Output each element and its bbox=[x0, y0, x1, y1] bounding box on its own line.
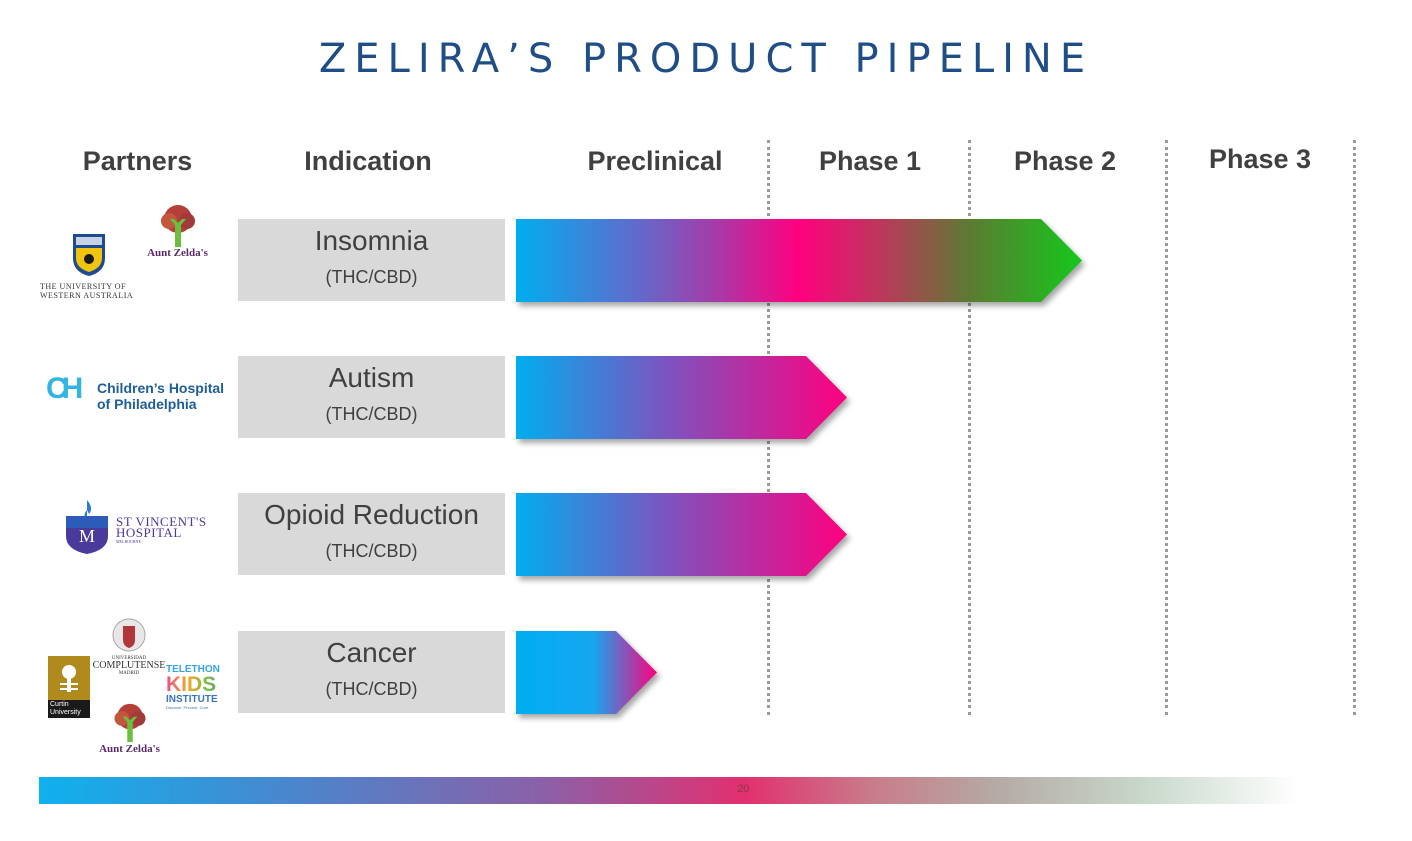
curtin-line1: Curtin bbox=[50, 701, 69, 708]
tk-line1: TELETHON bbox=[166, 664, 220, 675]
curtin-flower-icon bbox=[60, 665, 78, 692]
ucm-crest-icon bbox=[112, 618, 146, 652]
indication-formulation: (THC/CBD) bbox=[325, 267, 418, 287]
tk-line4: Discover. Prevent. Cure. bbox=[166, 705, 210, 710]
page-title: ZELIRA’S PRODUCT PIPELINE bbox=[318, 36, 1094, 82]
indication-box: Cancer (THC/CBD) bbox=[238, 631, 505, 713]
curtin-emblem bbox=[48, 656, 90, 700]
ucm-line2: COMPLUTENSE bbox=[92, 660, 166, 671]
indication-name: Cancer bbox=[326, 637, 417, 668]
indication-formulation: (THC/CBD) bbox=[325, 679, 418, 699]
uwa-crest-icon bbox=[73, 234, 105, 276]
indication-box: Autism (THC/CBD) bbox=[238, 356, 505, 438]
indication-formulation: (THC/CBD) bbox=[325, 541, 418, 561]
indication-name: Insomnia bbox=[314, 225, 429, 256]
progress-arrow bbox=[516, 493, 852, 576]
chop-line2: of Philadelphia bbox=[97, 396, 197, 412]
svh-line1: ST VINCENT'S bbox=[116, 514, 207, 529]
ucm-line3: MADRID bbox=[118, 671, 140, 676]
st-vincents-shield-icon: M bbox=[66, 500, 108, 554]
chop-mark-icon: CH bbox=[46, 372, 83, 405]
svh-line3: MELBOURNE bbox=[116, 539, 141, 544]
progress-arrow bbox=[516, 356, 852, 439]
uwa-line2: Western Australia bbox=[40, 291, 134, 300]
column-header-phase-1: Phase 1 bbox=[818, 146, 922, 176]
indication-name: Autism bbox=[328, 362, 415, 393]
tree-icon bbox=[160, 205, 195, 247]
chop-line1: Children’s Hospital bbox=[97, 380, 225, 396]
phase-divider bbox=[1165, 140, 1168, 715]
svg-text:M: M bbox=[79, 526, 95, 546]
tk-line2: KIDS bbox=[166, 674, 230, 695]
logo-aunt-zelda: Aunt Zelda's bbox=[140, 203, 215, 259]
indication-formulation: (THC/CBD) bbox=[325, 404, 418, 424]
indication-box: Opioid Reduction (THC/CBD) bbox=[238, 493, 505, 575]
tk-line3: INSTITUTE bbox=[166, 694, 218, 705]
phase-divider bbox=[1353, 140, 1356, 715]
indication-box: Insomnia (THC/CBD) bbox=[238, 219, 505, 301]
ucm-line1: UNIVERSIDAD bbox=[111, 656, 147, 661]
tree-icon bbox=[113, 703, 146, 743]
indication-name: Opioid Reduction bbox=[264, 499, 479, 530]
svh-line2: HOSPITAL bbox=[116, 525, 182, 540]
curtin-line2: University bbox=[50, 709, 81, 716]
column-header-phase-2: Phase 2 bbox=[1013, 146, 1117, 176]
uwa-line1: The University of bbox=[40, 282, 126, 291]
column-header-preclinical: Preclinical bbox=[587, 146, 723, 176]
logo-curtin: Curtin University bbox=[48, 656, 90, 718]
logo-ucm: UNIVERSIDAD COMPLUTENSE MADRID bbox=[90, 614, 168, 676]
logo-aunt-zelda: Aunt Zelda's bbox=[92, 701, 167, 755]
logo-uwa: The University of Western Australia bbox=[40, 232, 140, 300]
phase-divider bbox=[968, 140, 971, 715]
progress-arrow bbox=[516, 631, 662, 714]
aunt-zelda-label: Aunt Zelda's bbox=[99, 743, 160, 755]
progress-arrow bbox=[516, 219, 1086, 302]
column-header-phase-3: Phase 3 bbox=[1208, 144, 1312, 174]
column-header-partners: Partners bbox=[82, 146, 193, 176]
page-number: 20 bbox=[737, 783, 750, 795]
footer-gradient-bar bbox=[39, 777, 1299, 804]
logo-telethon-kids: TELETHON KIDS INSTITUTE Discover. Preven… bbox=[166, 664, 230, 710]
aunt-zelda-label: Aunt Zelda's bbox=[147, 247, 208, 259]
column-header-indication: Indication bbox=[304, 146, 432, 176]
